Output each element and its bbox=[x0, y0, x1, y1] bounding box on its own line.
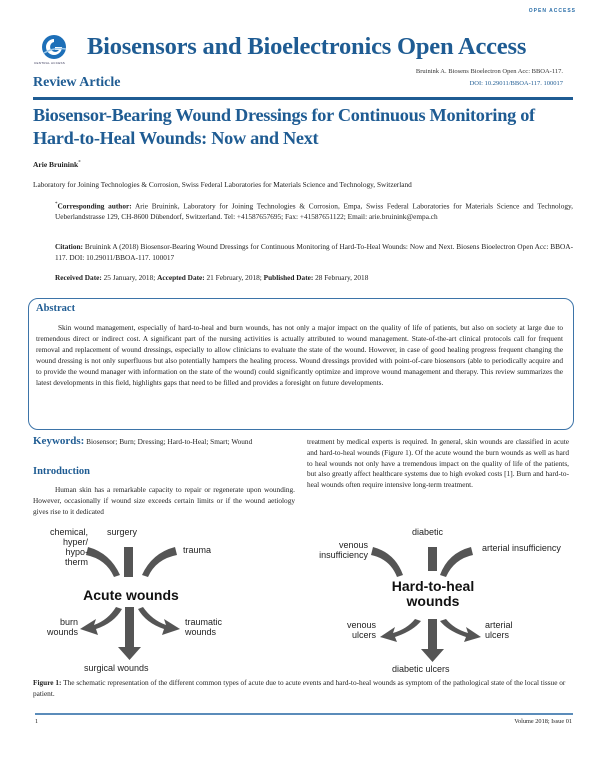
caption-label: Figure 1: bbox=[33, 678, 62, 687]
figure-1: chemical, hyper/ hypo- therm surgery tra… bbox=[30, 525, 575, 675]
citation: Citation: Bruinink A (2018) Biosensor-Be… bbox=[55, 242, 573, 263]
page-number: 1 bbox=[35, 718, 39, 725]
received-date: 25 January, 2018; bbox=[103, 273, 156, 282]
journal-logo-icon bbox=[42, 35, 67, 59]
introduction-col2: treatment by medical experts is required… bbox=[307, 437, 569, 490]
accepted-date: 21 February, 2018; bbox=[206, 273, 262, 282]
hard-to-heal-line1: Hard-to-heal bbox=[391, 578, 475, 594]
published-label: Published Date: bbox=[263, 273, 314, 282]
corresponding-label: Corresponding author: bbox=[57, 201, 132, 211]
citation-text: Bruinink A (2018) Biosensor-Bearing Woun… bbox=[55, 242, 574, 262]
doi-link[interactable]: DOI: 10.29011/BBOA-117. 100017 bbox=[469, 80, 563, 87]
acute-outcome-surgical: surgical wounds bbox=[84, 663, 149, 673]
footer-divider bbox=[35, 713, 573, 715]
keywords-text: Biosensor; Burn; Dressing; Hard-to-Heal;… bbox=[86, 437, 253, 446]
acute-cause-trauma: trauma bbox=[183, 545, 212, 555]
journal-title: Biosensors and Bioelectronics Open Acces… bbox=[87, 33, 527, 60]
keywords-label: Keywords: bbox=[33, 435, 85, 447]
introduction-heading: Introduction bbox=[33, 466, 90, 477]
article-type: Review Article bbox=[33, 75, 121, 90]
hard-cause-diabetic: diabetic bbox=[412, 527, 444, 537]
author-name-text: Arie Bruinink bbox=[33, 160, 79, 169]
hard-to-heal-line2: wounds bbox=[406, 593, 460, 609]
acute-outcome-traumatic: traumatic wounds bbox=[185, 617, 223, 637]
introduction-col1: Human skin has a remarkable capacity to … bbox=[33, 485, 295, 516]
received-label: Received Date: bbox=[55, 273, 102, 282]
abstract-heading: Abstract bbox=[36, 303, 76, 314]
corresponding-text: Arie Bruinink, Laboratory for Joining Te… bbox=[55, 201, 574, 221]
article-title: Biosensor-Bearing Wound Dressings for Co… bbox=[33, 105, 535, 148]
citation-label: Citation: bbox=[55, 242, 83, 251]
hard-cause-arterial: arterial insufficiency bbox=[482, 543, 561, 553]
hard-outcome-arterial: arterial ulcers bbox=[485, 620, 513, 640]
abstract-box bbox=[28, 298, 574, 430]
acute-cause-surgery: surgery bbox=[107, 527, 138, 537]
hard-to-heal-label: Hard-to-heal wounds bbox=[378, 579, 488, 609]
open-access-text: OPEN ACCESS bbox=[528, 8, 576, 14]
published-date: 28 February, 2018 bbox=[315, 273, 369, 282]
figure-caption: Figure 1: The schematic representation o… bbox=[33, 677, 573, 699]
hard-outcome-diabetic: diabetic ulcers bbox=[392, 664, 450, 674]
author-mark: * bbox=[78, 160, 81, 166]
acute-outcome-burn: burn wounds bbox=[46, 617, 78, 637]
corresponding-author: *Corresponding author: Arie Bruinink, La… bbox=[55, 201, 574, 221]
header-divider bbox=[33, 97, 573, 100]
affiliation: Laboratory for Joining Technologies & Co… bbox=[33, 180, 412, 189]
hard-cause-venous: venous insufficiency bbox=[319, 540, 368, 560]
short-citation: Bruinink A. Biosens Bioelectron Open Acc… bbox=[415, 68, 563, 75]
abstract-text: Skin wound management, especially of har… bbox=[36, 323, 563, 387]
acute-cause-chemical: chemical, hyper/ hypo- therm bbox=[49, 527, 88, 567]
author-name: Arie Bruinink* bbox=[33, 160, 81, 169]
dates: Received Date: 25 January, 2018; Accepte… bbox=[55, 273, 573, 284]
figure-arrows-icon bbox=[80, 547, 481, 662]
volume-issue: Volume 2018; Issue 01 bbox=[514, 718, 572, 725]
accepted-label: Accepted Date: bbox=[157, 273, 205, 282]
open-access-badge: OPEN ACCESS bbox=[529, 8, 576, 14]
hard-outcome-venous: venous ulcers bbox=[346, 620, 376, 640]
acute-wounds-label: Acute wounds bbox=[83, 587, 179, 603]
keywords: Keywords: Biosensor; Burn; Dressing; Har… bbox=[33, 436, 295, 448]
caption-text: The schematic representation of the diff… bbox=[33, 678, 566, 698]
logo-caption: CENTRAL ACCESS bbox=[34, 61, 66, 65]
